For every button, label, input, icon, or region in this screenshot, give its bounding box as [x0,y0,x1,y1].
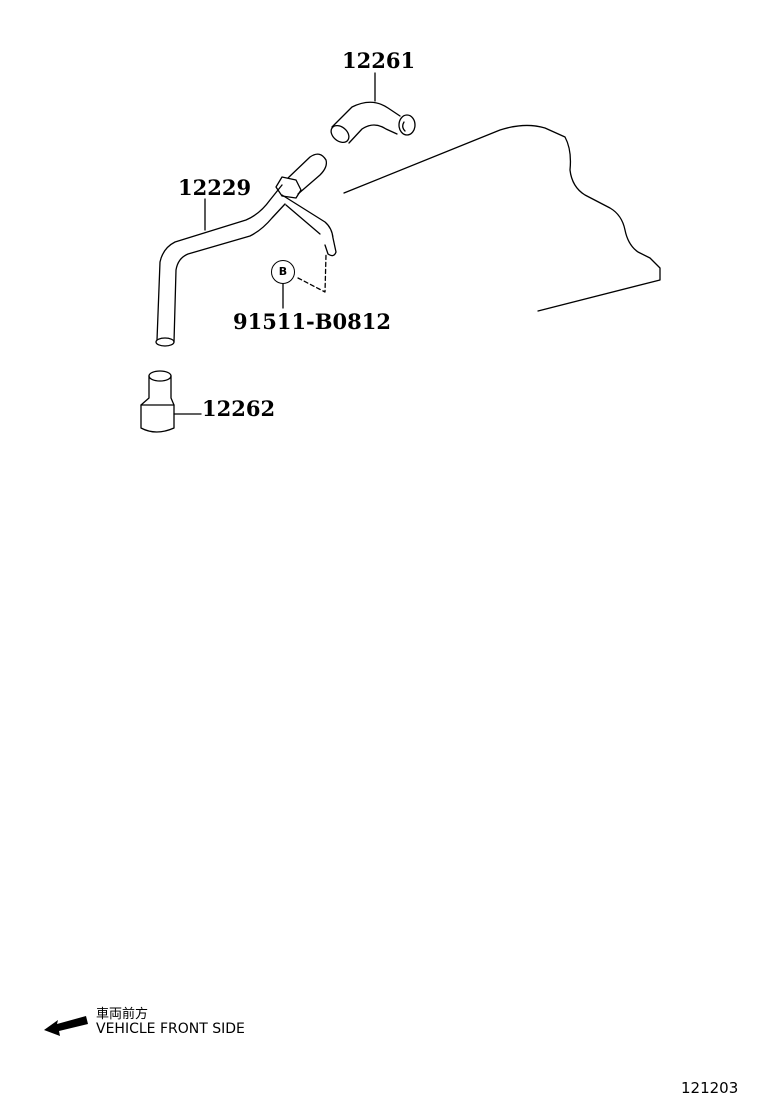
part-12261-hose-shape [330,72,416,144]
part-12262-hose-shape [140,370,202,433]
part-91511-leader [282,254,327,309]
vehicle-front-label-jp: 車両前方 [96,1007,149,1022]
diagram-id: 121203 [681,1079,739,1097]
engine-cover-outline [343,124,661,312]
part-label-12261[interactable]: 12261 [342,48,416,73]
part-label-91511-B0812[interactable]: 91511-B0812 [233,309,391,334]
vehicle-front-label-en: VEHICLE FRONT SIDE [96,1021,245,1037]
b-badge: B [271,260,295,284]
part-12229-pipe-shape [155,153,337,347]
arrow-left-icon [44,1016,88,1036]
part-label-12262[interactable]: 12262 [202,396,276,421]
part-label-12229[interactable]: 12229 [178,175,252,200]
